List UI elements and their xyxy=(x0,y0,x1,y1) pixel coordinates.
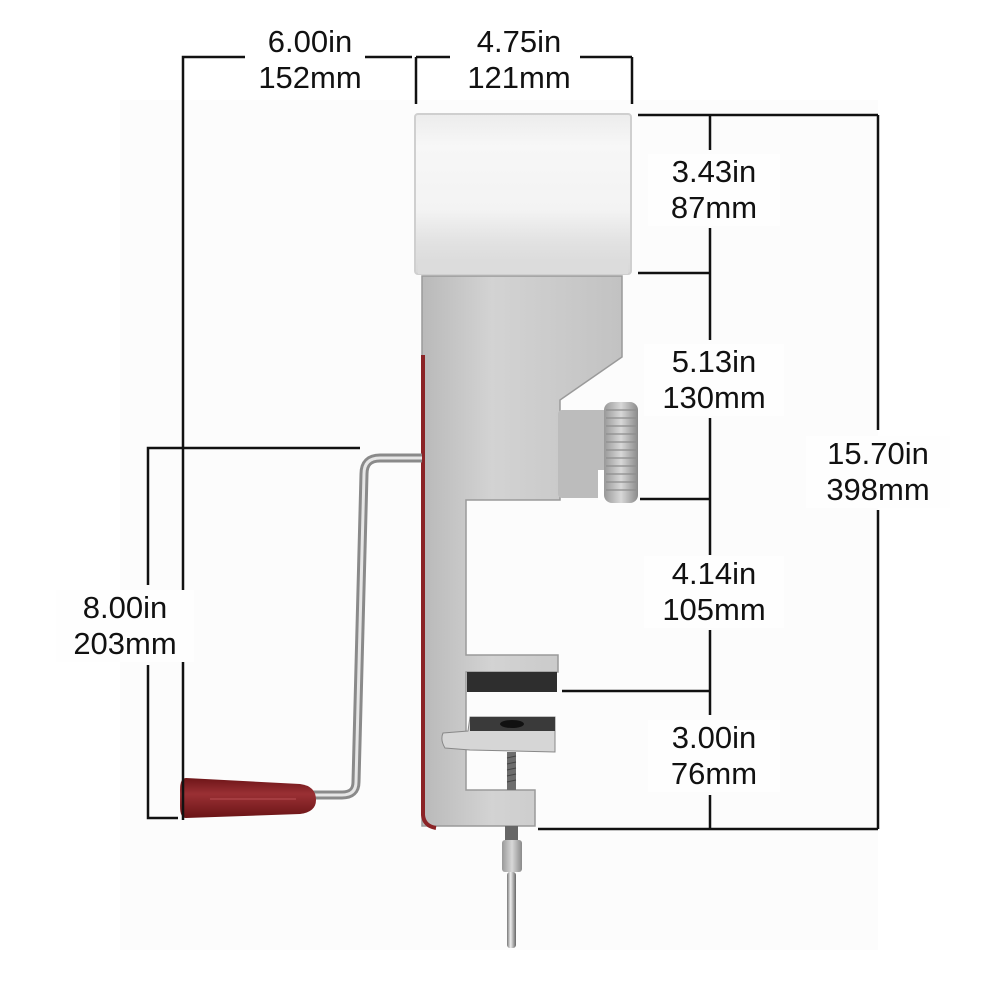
adjustment-knob xyxy=(558,402,638,503)
dim-hopper-width: 4.75in 121mm xyxy=(452,24,586,96)
dim-body-to-knob-in: 5.13in xyxy=(671,344,757,379)
dim-clamp-opening-mm: 76mm xyxy=(670,756,758,791)
dim-knob-to-clamp: 4.14in 105mm xyxy=(644,556,784,628)
hopper xyxy=(414,113,632,275)
dim-total-height-in: 15.70in xyxy=(827,436,929,471)
dim-clamp-opening-in: 3.00in xyxy=(671,720,757,755)
dim-crank-reach-mm: 152mm xyxy=(258,60,362,95)
dimension-lines xyxy=(146,55,880,831)
dim-knob-to-clamp-in: 4.14in xyxy=(671,556,757,591)
mill-body xyxy=(421,275,623,830)
dim-total-height: 15.70in 398mm xyxy=(806,436,950,508)
crank-handle xyxy=(180,453,422,818)
table-clamp xyxy=(441,672,557,948)
dim-crank-reach: 6.00in 152mm xyxy=(246,24,374,96)
dim-body-to-knob-mm: 130mm xyxy=(662,380,766,415)
dim-crank-height: 8.00in 203mm xyxy=(56,590,194,662)
dim-hopper-height: 3.43in 87mm xyxy=(648,154,780,226)
dim-hopper-width-in: 4.75in xyxy=(476,24,562,59)
dim-clamp-opening: 3.00in 76mm xyxy=(648,720,780,792)
dim-hopper-width-mm: 121mm xyxy=(467,60,571,95)
dim-crank-reach-in: 6.00in xyxy=(267,24,353,59)
dim-knob-to-clamp-mm: 105mm xyxy=(662,592,766,627)
dim-body-to-knob: 5.13in 130mm xyxy=(644,344,784,416)
dim-crank-height-in: 8.00in xyxy=(82,590,168,625)
dim-hopper-height-mm: 87mm xyxy=(670,190,758,225)
dim-total-height-mm: 398mm xyxy=(826,472,930,507)
dim-crank-height-mm: 203mm xyxy=(73,626,177,661)
dim-hopper-height-in: 3.43in xyxy=(671,154,757,189)
